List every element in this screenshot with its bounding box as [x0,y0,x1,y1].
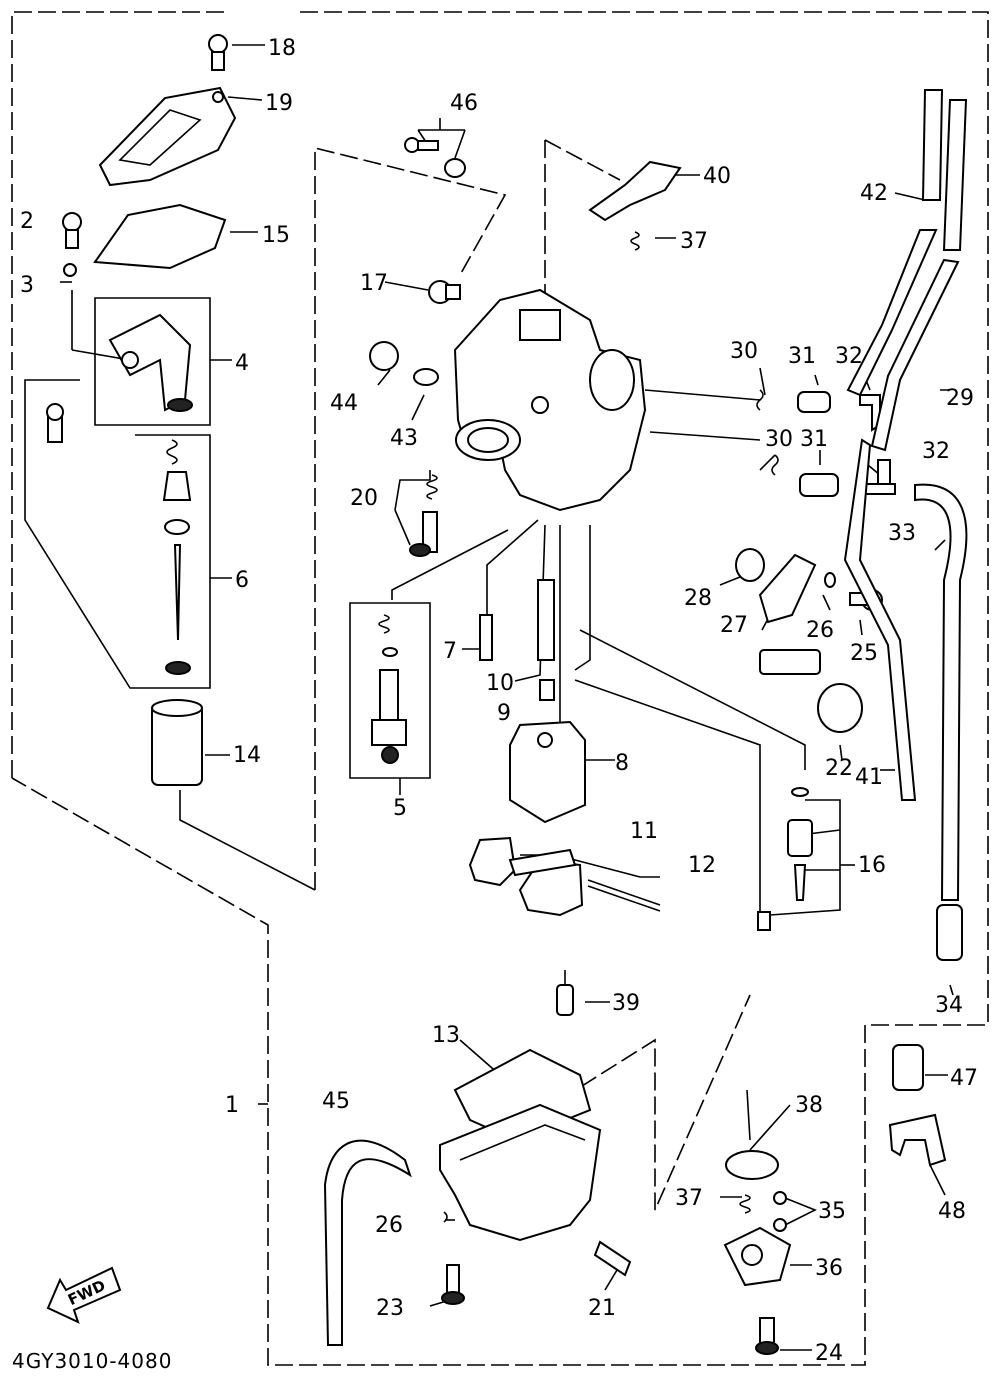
callout-6: 6 [235,568,249,593]
callout-7: 7 [443,639,457,664]
callout-18: 18 [268,36,296,61]
callout-14: 14 [233,743,261,768]
callout-34: 34 [935,993,963,1018]
callout-26-top: 26 [806,618,834,643]
callout-42: 42 [860,181,888,206]
callout-23: 23 [376,1296,404,1321]
vent-hose-29 [870,258,960,452]
callout-33: 33 [888,521,916,546]
callout-1: 1 [225,1093,239,1118]
float-bowl [439,1103,602,1242]
callout-48: 48 [938,1199,966,1224]
callout-16: 16 [858,853,886,878]
overflow-hose-41 [843,438,917,801]
callout-15: 15 [262,223,290,248]
callout-38: 38 [795,1093,823,1118]
callout-20: 20 [350,486,378,511]
callout-28: 28 [684,586,712,611]
callout-30-top: 30 [730,339,758,364]
callout-24: 24 [815,1341,843,1366]
callout-10: 10 [486,671,514,696]
callout-11: 11 [630,819,658,844]
screw-2-icon [62,212,82,232]
callout-27: 27 [720,613,748,638]
screw-18-icon [208,34,228,54]
callout-4: 4 [235,351,249,376]
callout-37-bottom: 37 [675,1186,703,1211]
callout-26-bottom: 26 [375,1213,403,1238]
body-group-outline [314,139,621,890]
callout-22: 22 [825,756,853,781]
assembly-outline [11,11,989,1366]
callout-9: 9 [497,701,511,726]
callout-35: 35 [818,1199,846,1224]
callout-2: 2 [20,209,34,234]
callout-labels: 1 2 3 4 5 6 7 8 9 10 11 12 13 14 15 16 1… [20,36,978,1366]
drain-hose-45 [323,1139,412,1346]
callout-46: 46 [450,91,478,116]
callout-44: 44 [330,391,358,416]
diagram-code: 4GY3010-4080 [12,1349,172,1373]
callout-36: 36 [815,1256,843,1281]
float [509,720,586,824]
callout-8: 8 [615,751,629,776]
callout-45: 45 [322,1089,350,1114]
callout-21: 21 [588,1296,616,1321]
callout-43: 43 [390,426,418,451]
vent-hose-42 [846,229,938,397]
callout-40: 40 [703,164,731,189]
callout-37-top: 37 [680,229,708,254]
overflow-hose-33 [914,483,968,901]
callout-12: 12 [688,853,716,878]
callout-41: 41 [855,765,883,790]
callout-47: 47 [950,1066,978,1091]
callout-39: 39 [612,991,640,1016]
part-drawings [46,34,968,1355]
callout-5: 5 [393,796,407,821]
callout-32-bottom: 32 [922,439,950,464]
fwd-arrow-icon [46,1266,122,1324]
callout-29: 29 [946,386,974,411]
callout-31-top: 31 [788,344,816,369]
callout-3: 3 [20,273,34,298]
callout-19: 19 [265,91,293,116]
callout-31-bottom: 31 [800,427,828,452]
callout-30-bottom: 30 [765,427,793,452]
callout-25: 25 [850,641,878,666]
top-cover [98,86,237,187]
callout-32-top: 32 [835,344,863,369]
callout-17: 17 [360,271,388,296]
float-bowl-outline [519,994,751,1211]
cover-gasket [93,203,227,270]
callout-13: 13 [432,1023,460,1048]
